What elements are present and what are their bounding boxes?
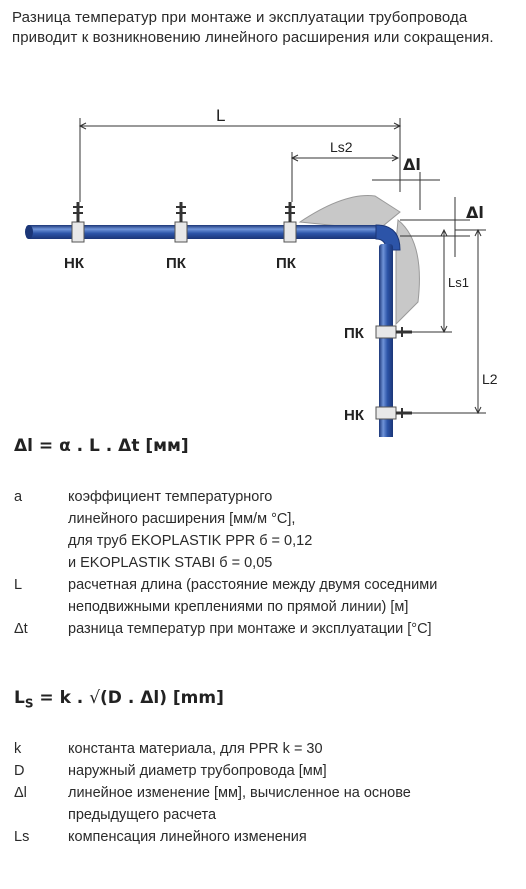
definition-text: неподвижными креплениями по прямой линии… bbox=[68, 599, 409, 615]
definition-symbol: Δl bbox=[14, 785, 27, 801]
clamp-4 bbox=[375, 325, 412, 339]
definition-symbol: L bbox=[14, 577, 23, 593]
definition-text: линейное изменение [мм], вычисленное на … bbox=[68, 785, 411, 801]
pipe-expansion-diagram: L Ls2 Δl Δl Ls1 L2 НК ПК ПК ПК НК bbox=[25, 106, 498, 437]
definition-row: для труб EKOPLASTIK PPR б = 0,12 bbox=[14, 530, 514, 552]
definition-text: расчетная длина (расстояние между двумя … bbox=[68, 577, 438, 593]
label-Ls2: Ls2 bbox=[330, 139, 353, 155]
support-label: ПК bbox=[166, 255, 187, 272]
definition-row: a коэффициент температурного bbox=[14, 486, 514, 508]
clamp-2 bbox=[174, 202, 188, 243]
definitions-list-1: a коэффициент температурного линейного ра… bbox=[14, 486, 514, 640]
clamp-3 bbox=[283, 202, 297, 243]
label-L2: L2 bbox=[482, 371, 498, 387]
definition-text: компенсация линейного изменения bbox=[68, 829, 307, 845]
label-dl-top: Δl bbox=[403, 155, 421, 174]
label-dl-right: Δl bbox=[466, 203, 484, 222]
definition-symbol: Ls bbox=[14, 829, 30, 845]
definition-symbol: Δt bbox=[14, 621, 28, 637]
label-L: L bbox=[216, 106, 225, 125]
definition-symbol bbox=[14, 804, 68, 826]
definition-row: Δt разница температур при монтаже и экспл… bbox=[14, 618, 514, 640]
clamp-1 bbox=[71, 202, 85, 243]
definition-text: и EKOPLASTIK STABI б = 0,05 bbox=[68, 555, 273, 571]
deflection-shape-vertical bbox=[395, 219, 420, 326]
definition-text: для труб EKOPLASTIK PPR б = 0,12 bbox=[68, 533, 313, 549]
deflection-shape bbox=[298, 195, 401, 231]
label-Ls1: Ls1 bbox=[448, 275, 469, 290]
definition-text: предыдущего расчета bbox=[68, 807, 217, 823]
definition-symbol bbox=[14, 530, 68, 552]
definition-symbol bbox=[14, 552, 68, 574]
intro-paragraph: Разница температур при монтаже и эксплуа… bbox=[12, 9, 494, 46]
vertical-pipe bbox=[379, 244, 393, 437]
support-label: ПК bbox=[344, 325, 365, 342]
definition-text: наружный диаметр трубопровода [мм] bbox=[68, 763, 327, 779]
support-label: НК bbox=[344, 407, 365, 424]
definition-symbol: k bbox=[14, 741, 22, 757]
formula-ls-lhs: L bbox=[14, 688, 25, 708]
definition-row: неподвижными креплениями по прямой линии… bbox=[14, 596, 514, 618]
definition-text: разница температур при монтаже и эксплуа… bbox=[68, 621, 432, 637]
definition-row: и EKOPLASTIK STABI б = 0,05 bbox=[14, 552, 514, 574]
sqrt-symbol: √ bbox=[89, 688, 101, 708]
definition-row: линейного расширения [мм/м °C], bbox=[14, 508, 514, 530]
formula-delta-l: Δl = α . L . Δt [мм] bbox=[14, 436, 189, 456]
definition-text: линейного расширения [мм/м °C], bbox=[68, 511, 296, 527]
definition-symbol: D bbox=[14, 763, 25, 779]
definition-symbol bbox=[14, 508, 68, 530]
formula-ls-sub: S bbox=[24, 696, 34, 711]
clamp-5 bbox=[375, 406, 412, 420]
definition-text: константа материала, для PPR k = 30 bbox=[68, 741, 323, 757]
support-label: ПК bbox=[276, 255, 297, 272]
definition-symbol: a bbox=[14, 489, 23, 505]
definition-row: Δl линейное изменение [мм], вычисленное н… bbox=[14, 782, 514, 804]
definition-row: предыдущего расчета bbox=[14, 804, 514, 826]
formula-ls-mid: = k . bbox=[33, 688, 90, 708]
definition-row: Ls компенсация линейного изменения bbox=[14, 826, 514, 848]
definition-row: k константа материала, для PPR k = 30 bbox=[14, 738, 514, 760]
support-label: НК bbox=[64, 255, 85, 272]
definition-text: коэффициент температурного bbox=[68, 489, 273, 505]
formula-ls: LS = k . √(D . Δl) [mm] bbox=[14, 688, 224, 710]
formula-ls-rhs: (D . Δl) [mm] bbox=[100, 688, 224, 708]
definition-symbol bbox=[14, 596, 68, 618]
